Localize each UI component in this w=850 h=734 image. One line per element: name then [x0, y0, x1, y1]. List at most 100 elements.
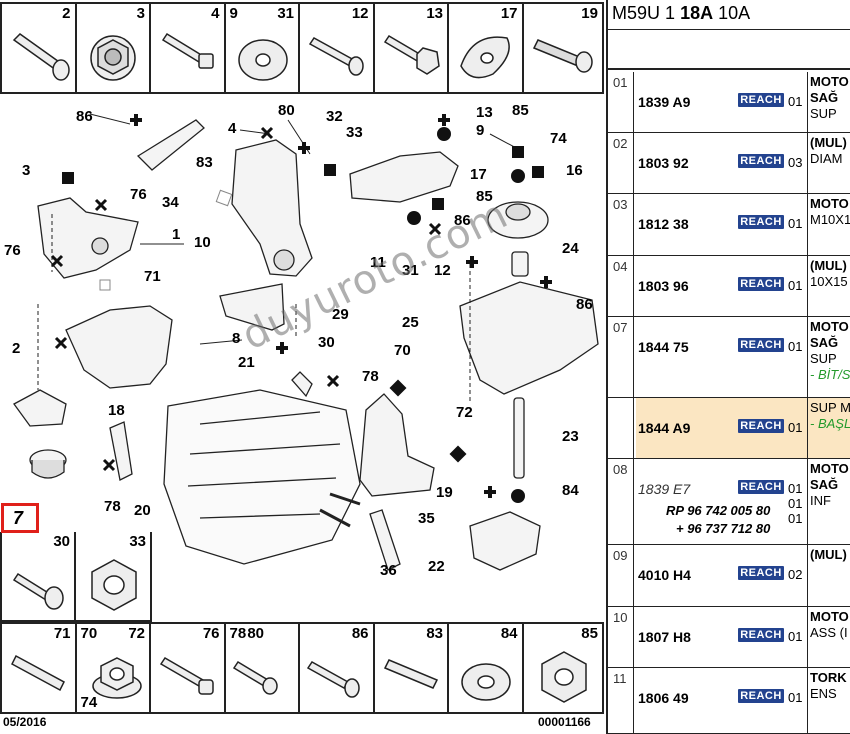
callout[interactable]: 12	[434, 262, 451, 279]
callout[interactable]: 22	[428, 558, 445, 575]
description-line: ASS (I	[810, 625, 848, 640]
description-line: SUP	[810, 351, 837, 366]
part-reference[interactable]: 1806 49	[638, 690, 689, 706]
description-line: MOTO	[810, 319, 849, 334]
row-number: 03	[608, 194, 634, 255]
description-line: (MUL)	[810, 135, 847, 150]
hex-nut-cap-icon	[89, 35, 136, 81]
callout[interactable]: 11	[370, 254, 386, 271]
callout[interactable]: 74	[550, 130, 567, 147]
callout[interactable]: 34	[162, 194, 179, 211]
description-line: - BİT/S	[810, 367, 850, 382]
callout[interactable]: 78	[362, 368, 379, 385]
fastener-cell-13[interactable]: 13	[375, 4, 449, 92]
callout[interactable]: 72	[456, 404, 473, 421]
callout[interactable]: 24	[562, 240, 579, 257]
callout[interactable]: 25	[402, 314, 419, 331]
part-reference[interactable]: 1844 75	[638, 339, 689, 355]
callout[interactable]: 29	[332, 306, 349, 323]
callout[interactable]: 13	[476, 104, 493, 121]
fastener-cell-71[interactable]: 71	[2, 624, 77, 712]
screws-icon	[232, 660, 278, 695]
fastener-cell-84[interactable]: 84	[449, 624, 524, 712]
callout[interactable]: 8	[232, 330, 241, 347]
fastener-cell-30[interactable]: 30	[2, 532, 77, 620]
part-reference[interactable]: 4010 H4	[638, 567, 691, 583]
callout[interactable]: 31	[402, 262, 419, 279]
fastener-cell-12[interactable]: 12	[300, 4, 375, 92]
quantity-cell: 01	[786, 256, 808, 316]
callout[interactable]: 2	[12, 340, 21, 357]
callout[interactable]: 85	[476, 188, 493, 205]
callout[interactable]: 17	[470, 166, 487, 183]
part-reference[interactable]: 1803 96	[638, 278, 689, 294]
part-reference[interactable]: 1839 E7	[638, 481, 691, 497]
callout[interactable]: 86	[454, 212, 471, 229]
fastener-cell-2[interactable]: 2	[2, 4, 77, 92]
selected-callout-7[interactable]: 7	[1, 503, 39, 533]
callout[interactable]: 78	[104, 498, 121, 515]
callout[interactable]: 4	[228, 120, 237, 137]
callout[interactable]: 21	[238, 354, 255, 371]
callout[interactable]: 32	[326, 108, 343, 125]
part-reference[interactable]: 1807 H8	[638, 629, 691, 645]
callout[interactable]: 80	[278, 102, 295, 119]
part-reference[interactable]: 1839 A9	[638, 94, 691, 110]
callout[interactable]: 86	[76, 108, 93, 125]
part-reference[interactable]: 1812 38	[638, 216, 689, 232]
callout[interactable]: 18	[108, 402, 125, 419]
callout[interactable]: 71	[144, 268, 161, 285]
callout[interactable]: 83	[196, 154, 213, 171]
fastener-cell-86[interactable]: 78 80	[226, 624, 300, 712]
callout[interactable]: 1	[172, 226, 181, 243]
fastener-cell-4[interactable]: 4	[151, 4, 226, 92]
callout[interactable]: 36	[380, 562, 397, 579]
fastener-cell-17[interactable]: 17	[449, 4, 524, 92]
callout[interactable]: 19	[436, 484, 453, 501]
callout[interactable]: 33	[346, 124, 363, 141]
fastener-cell-3[interactable]: 3	[77, 4, 151, 92]
callout[interactable]: 76	[4, 242, 21, 259]
callout[interactable]: 10	[194, 234, 211, 251]
part-reference[interactable]: 1844 A9	[638, 420, 691, 436]
callout[interactable]: 76	[130, 186, 147, 203]
description-line: SUP	[810, 106, 837, 121]
callout[interactable]: 85	[512, 102, 529, 119]
callout[interactable]: 20	[134, 502, 151, 519]
callout[interactable]: 23	[562, 428, 579, 445]
fastener-cell-19[interactable]: 19	[524, 4, 602, 92]
quantity-cell: 01	[786, 607, 808, 667]
fastener-cell-76[interactable]: 76	[151, 624, 226, 712]
part-reference[interactable]: 1803 92	[638, 155, 689, 171]
callout[interactable]: 3	[22, 162, 31, 179]
fastener-cell-31[interactable]: 9 31	[226, 4, 300, 92]
quantity: 01	[788, 216, 803, 231]
fastener-cell-83[interactable]: 83	[375, 624, 449, 712]
callout[interactable]: 84	[562, 482, 579, 499]
callout[interactable]: 70	[394, 342, 411, 359]
callout[interactable]: 9	[476, 122, 485, 139]
fastener-cell-85[interactable]: 85	[524, 624, 602, 712]
callout[interactable]: 16	[566, 162, 583, 179]
fastener-cell-33[interactable]: 33	[76, 532, 150, 620]
fastener-cell-86b[interactable]: 86	[300, 624, 375, 712]
quantity-cell: 01	[786, 317, 808, 397]
callout[interactable]: 35	[418, 510, 435, 527]
hex-bolt-icon	[383, 34, 440, 75]
callout[interactable]: 86	[576, 296, 593, 313]
quantity-cell: 03	[786, 133, 808, 193]
fastener-cell-72[interactable]: 70 72 74	[77, 624, 151, 712]
callout[interactable]: 30	[318, 334, 335, 351]
